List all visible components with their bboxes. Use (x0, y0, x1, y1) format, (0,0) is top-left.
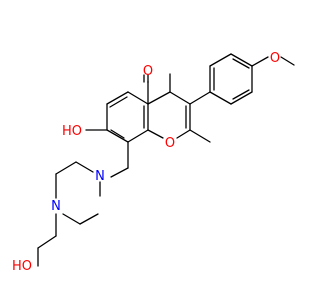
bond (232, 58, 250, 69)
methoxy-oxygen-label: O (270, 51, 280, 66)
bond (127, 91, 149, 105)
bond (106, 129, 129, 143)
bond (189, 91, 211, 105)
bond (147, 91, 171, 105)
phenol-hydroxy-label: HO (62, 124, 82, 139)
bond (251, 56, 269, 67)
bond (232, 89, 250, 100)
bond (55, 161, 77, 175)
bond (230, 91, 253, 105)
molecule-canvas: O O O HO N N HO (12, 51, 295, 274)
bond (62, 213, 81, 225)
atom-label-layer: O O O HO N N HO (12, 51, 280, 274)
bond (209, 53, 232, 67)
bond (280, 56, 295, 66)
ring-oxygen-label: O (165, 136, 175, 151)
bond (127, 129, 149, 143)
bond-layer (37, 53, 295, 267)
bond (37, 235, 57, 249)
bond (230, 53, 253, 67)
piperazine-n-lower-label: N (51, 199, 61, 214)
bond (209, 91, 232, 105)
bond (110, 167, 129, 178)
structure-diagram: O O O HO N N HO (12, 51, 295, 274)
piperazine-n-upper-label: N (95, 169, 105, 184)
bond (75, 161, 94, 173)
bond (106, 91, 129, 105)
carbonyl-oxygen-label: O (143, 64, 153, 79)
bond (176, 129, 191, 139)
bond (169, 91, 191, 105)
bond (147, 129, 164, 139)
bond (110, 129, 125, 139)
ethyl-hydroxy-label: HO (12, 259, 32, 274)
bond (189, 129, 211, 143)
bond (79, 213, 99, 225)
bond (109, 96, 128, 108)
